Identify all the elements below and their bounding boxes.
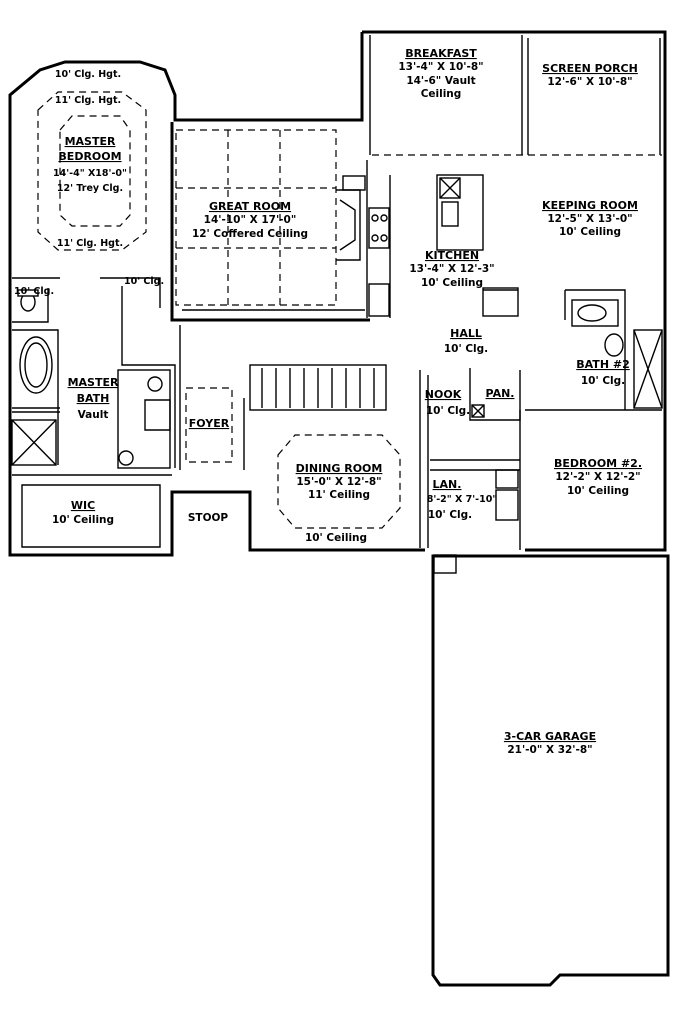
bedroom2-name: BEDROOM #2. <box>554 457 642 470</box>
great-room-dims: 14'-10" X 17'-0" <box>204 214 297 226</box>
screen-porch-dims: 12'-6" X 10'-8" <box>547 76 632 88</box>
kitchen-ceiling: 10' Ceiling <box>421 277 483 289</box>
keeping-room-ceiling: 10' Ceiling <box>559 226 621 238</box>
garage-dims: 21'-0" X 32'-8" <box>507 744 592 756</box>
laundry-ceiling: 10' Clg. <box>428 509 472 521</box>
master-bedroom-name-1: MASTER <box>65 135 116 148</box>
bath2-ceiling: 10' Clg. <box>581 375 625 387</box>
screen-porch-name: SCREEN PORCH <box>542 62 638 75</box>
breakfast-name: BREAKFAST <box>405 47 477 60</box>
nook-name: NOOK <box>425 388 462 401</box>
keeping-room-name: KEEPING ROOM <box>542 199 638 212</box>
master-bedroom-dims: 14'-4" X18'-0" <box>53 168 127 179</box>
foyer-name: FOYER <box>189 417 230 430</box>
hall-name: HALL <box>450 327 482 340</box>
dining-room-ceiling: 11' Ceiling <box>308 489 370 501</box>
master-bath-ceiling: Vault <box>78 409 109 421</box>
wic-ceiling: 10' Ceiling <box>52 514 114 526</box>
breakfast-ceiling-2: Ceiling <box>421 88 462 100</box>
master-bedroom-ceiling-lower: 11' Clg. Hgt. <box>57 238 123 249</box>
hall-ceiling: 10' Clg. <box>444 343 488 355</box>
stoop-name: STOOP <box>188 512 229 524</box>
bath2-name: BATH #2 <box>576 358 629 371</box>
great-room-name: GREAT ROOM <box>209 200 291 213</box>
dining-room-name: DINING ROOM <box>296 462 383 475</box>
bedroom2-ceiling: 10' Ceiling <box>567 485 629 497</box>
master-bedroom-ceiling-inner: 11' Clg. Hgt. <box>55 95 121 106</box>
kitchen-dims: 13'-4" X 12'-3" <box>409 263 494 275</box>
wic-name: WIC <box>71 499 95 512</box>
keeping-room-dims: 12'-5" X 13'-0" <box>547 213 632 225</box>
hall-side-ceiling: 10' Clg. <box>124 276 164 287</box>
exterior-walls <box>8 30 670 987</box>
great-room-ceiling: 12' Coffered Ceiling <box>192 228 308 240</box>
dining-room-ceiling-outer: 10' Ceiling <box>305 532 367 544</box>
room-labels: BREAKFAST 13'-4" X 10'-8" 14'-6" Vault C… <box>14 47 642 756</box>
interior-walls <box>11 35 663 574</box>
bedroom2-dims: 12'-2" X 12'-2" <box>555 471 640 483</box>
kitchen-name: KITCHEN <box>425 249 479 262</box>
master-bedroom-name-2: BEDROOM <box>58 150 121 163</box>
master-bedroom-ceiling: 12' Trey Clg. <box>57 183 123 194</box>
pantry-name: PAN. <box>486 387 515 400</box>
dining-room-dims: 15'-0" X 12'-8" <box>296 476 381 488</box>
wc-ceiling: 10' Clg. <box>14 286 54 297</box>
garage-name: 3-CAR GARAGE <box>504 730 596 743</box>
master-bath-name-2: BATH <box>77 392 110 405</box>
master-bedroom-ceiling-outer: 10' Clg. Hgt. <box>55 69 121 80</box>
master-bath-name-1: MASTER <box>68 376 119 389</box>
laundry-dims: 8'-2" X 7'-10" <box>427 494 498 505</box>
laundry-name: LAN. <box>433 478 462 491</box>
breakfast-dims: 13'-4" X 10'-8" <box>398 61 483 73</box>
breakfast-ceiling-1: 14'-6" Vault <box>406 75 475 87</box>
nook-ceiling: 10' Clg. <box>426 405 470 417</box>
